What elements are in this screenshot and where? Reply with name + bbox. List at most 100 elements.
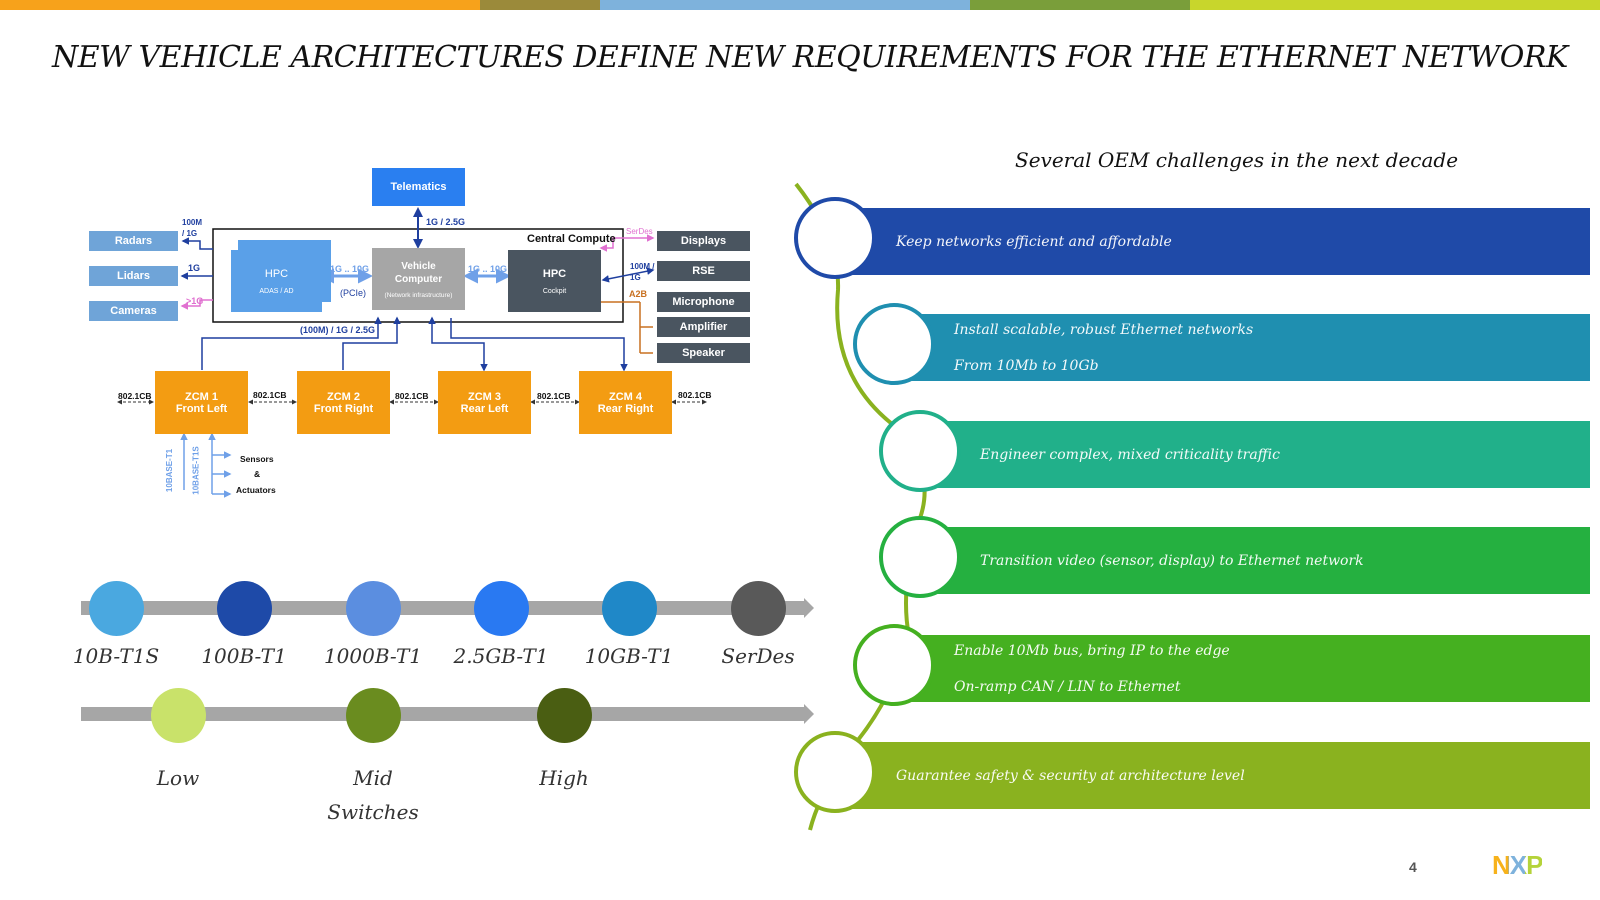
adas-vc-link-label: 1G .. 10G [330,264,370,274]
vehicle-computer-box: Vehicle Computer (Network infrastructure… [372,248,465,310]
radar-link-label: 100M / 1G [182,218,203,238]
microphone-box: Microphone [657,292,750,312]
t1s-label: 10BASE-T1S [191,446,201,495]
challenge-ring [794,197,876,279]
challenge-text: From 10Mb to 10Gb [954,357,1099,374]
telematics-box: Telematics [372,168,465,206]
speed-dot [731,581,786,636]
challenge-ring [794,731,876,813]
speed-dot [89,581,144,636]
ampersand-label: & [254,469,261,479]
telematics-link-label: 1G / 2.5G [426,217,466,227]
telematics-label: Telematics [390,181,447,193]
zcm-location: Front Left [175,402,228,415]
level-label: Low [156,766,200,790]
actuators-label: Actuators [236,485,276,495]
zcm-3-box: ZCM 3 Rear Left [438,371,531,434]
microphone-label: Microphone [672,296,735,308]
zcm-2-box: ZCM 2 Front Right [297,371,390,434]
challenge-text: On-ramp CAN / LIN to Ethernet [954,678,1181,695]
lidars-box: Lidars [89,266,178,286]
hpc-cockpit-sub: Cockpit [542,287,567,295]
level-label: Mid [353,766,393,790]
challenge-ring [879,516,961,598]
logo-text: NXP [1492,850,1543,880]
hpc-cockpit-title: HPC [542,267,567,280]
challenge-ring [879,410,961,492]
challenge-banner: Enable 10Mb bus, bring IP to the edge On… [898,635,1590,702]
level-bar [81,707,805,721]
switches-label: Switches [327,800,419,824]
speed-label: SerDes [721,644,795,668]
challenge-text: Guarantee safety & security at architect… [896,767,1245,784]
speed-dot [346,581,401,636]
zcm-location: Rear Left [460,402,509,415]
radars-label: Radars [114,235,153,247]
level-bar-arrow [804,704,814,724]
challenge-banner: Guarantee safety & security at architect… [840,742,1590,809]
tsn-label: 802.1CB [537,391,571,401]
challenge-ring [853,303,935,385]
level-label: High [539,766,589,790]
speed-bar-arrow [804,598,814,618]
challenge-banner: Keep networks efficient and affordable [840,208,1590,275]
level-dot [151,688,206,743]
amplifier-box: Amplifier [657,317,750,337]
challenge-text: Enable 10Mb bus, bring IP to the edge [954,642,1230,659]
diagram-connectors [117,207,707,498]
speaker-box: Speaker [657,343,750,363]
zcm-location: Front Right [313,402,374,415]
top-bar-segment [0,0,480,10]
challenge-text: Engineer complex, mixed criticality traf… [980,446,1280,463]
hpc-cockpit-box: HPC Cockpit [508,250,601,312]
level-dot [346,688,401,743]
speed-label: 100B-T1 [201,644,287,668]
speed-label: 10GB-T1 [584,644,674,668]
challenge-text: Transition video (sensor, display) to Et… [980,552,1364,569]
speed-bar [81,601,805,615]
zone-link-label: (100M) / 1G / 2.5G [300,325,376,335]
zcm-name: ZCM 3 [468,390,501,403]
radars-box: Radars [89,231,178,251]
top-bar-segment [970,0,1190,10]
speed-label: 10B-T1S [72,644,160,668]
zcm-4-box: ZCM 4 Rear Right [579,371,672,434]
speed-dot [602,581,657,636]
top-bar-segment [1190,0,1600,10]
hpc-adas-sub: ADAS / AD [259,287,294,295]
challenge-text: Install scalable, robust Ethernet networ… [954,321,1254,338]
zcm-name: ZCM 4 [609,390,642,403]
challenge-banner: Transition video (sensor, display) to Et… [924,527,1590,594]
camera-link-label: >1G [186,296,204,306]
zcm-name: ZCM 1 [185,390,218,403]
serdes-link-label: SerDes [626,227,653,236]
level-dot [537,688,592,743]
hpc-adas-title: HPC [264,267,289,280]
t1-label: 10BASE-T1 [165,448,175,493]
vc-cockpit-link-label: 1G .. 10G [468,264,508,274]
challenge-text: Keep networks efficient and affordable [896,233,1172,250]
challenges-heading: Several OEM challenges in the next decad… [1015,148,1459,172]
sensors-label: Sensors [240,454,274,464]
speed-label: 1000B-T1 [323,644,423,668]
top-bar-segment [480,0,600,10]
challenge-banner: Install scalable, robust Ethernet networ… [898,314,1590,381]
zcm-name: ZCM 2 [327,390,360,403]
cameras-box: Cameras [89,301,178,321]
top-color-bar [0,0,1600,10]
displays-box: Displays [657,231,750,251]
displays-label: Displays [680,235,727,247]
tsn-label: 802.1CB [253,390,287,400]
central-compute-label: Central Compute [527,233,616,245]
tsn-label: 802.1CB [118,391,152,401]
speed-label: 2.5GB-T1 [453,644,549,668]
zcm-location: Rear Right [597,402,654,415]
amplifier-label: Amplifier [679,321,728,333]
tsn-label: 802.1CB [395,391,429,401]
challenge-banner: Engineer complex, mixed criticality traf… [924,421,1590,488]
speed-dot [217,581,272,636]
a2b-link-label: A2B [629,289,648,299]
speed-dot [474,581,529,636]
speaker-label: Speaker [682,347,725,359]
page-title: NEW VEHICLE ARCHITECTURES DEFINE NEW REQ… [52,40,1568,75]
